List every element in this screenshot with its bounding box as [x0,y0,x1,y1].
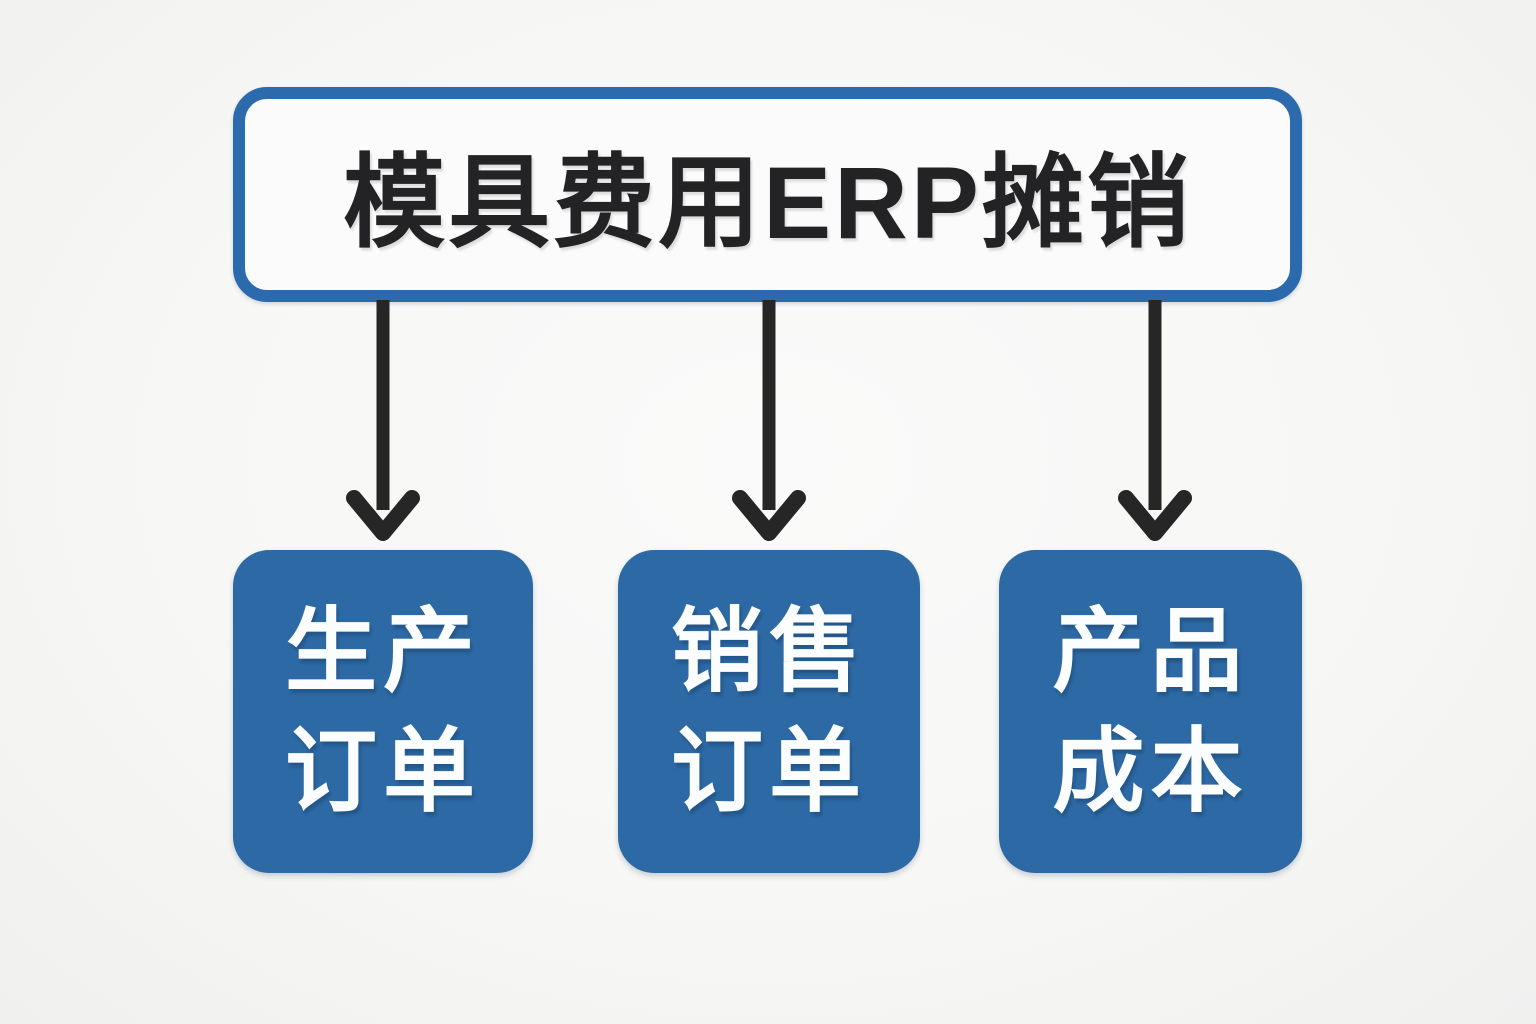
node-label-line: 生产 [284,600,481,703]
node-product-cost: 产品 成本 [999,550,1302,873]
node-label-line: 产品 [1052,600,1249,703]
node-label-line: 销售 [670,600,867,703]
node-label-line: 订单 [670,720,867,823]
node-label-line: 订单 [284,720,481,823]
node-sales-order: 销售 订单 [618,550,920,873]
node-production-order: 生产 订单 [233,550,533,873]
down-arrow-to-production-order [346,300,420,541]
down-arrow-to-sales-order [732,300,806,541]
node-label-line: 成本 [1052,720,1249,823]
title-box: 模具费用ERP摊销 [233,87,1302,302]
down-arrow-to-product-cost [1118,300,1192,541]
diagram-title: 模具费用ERP摊销 [343,146,1192,260]
